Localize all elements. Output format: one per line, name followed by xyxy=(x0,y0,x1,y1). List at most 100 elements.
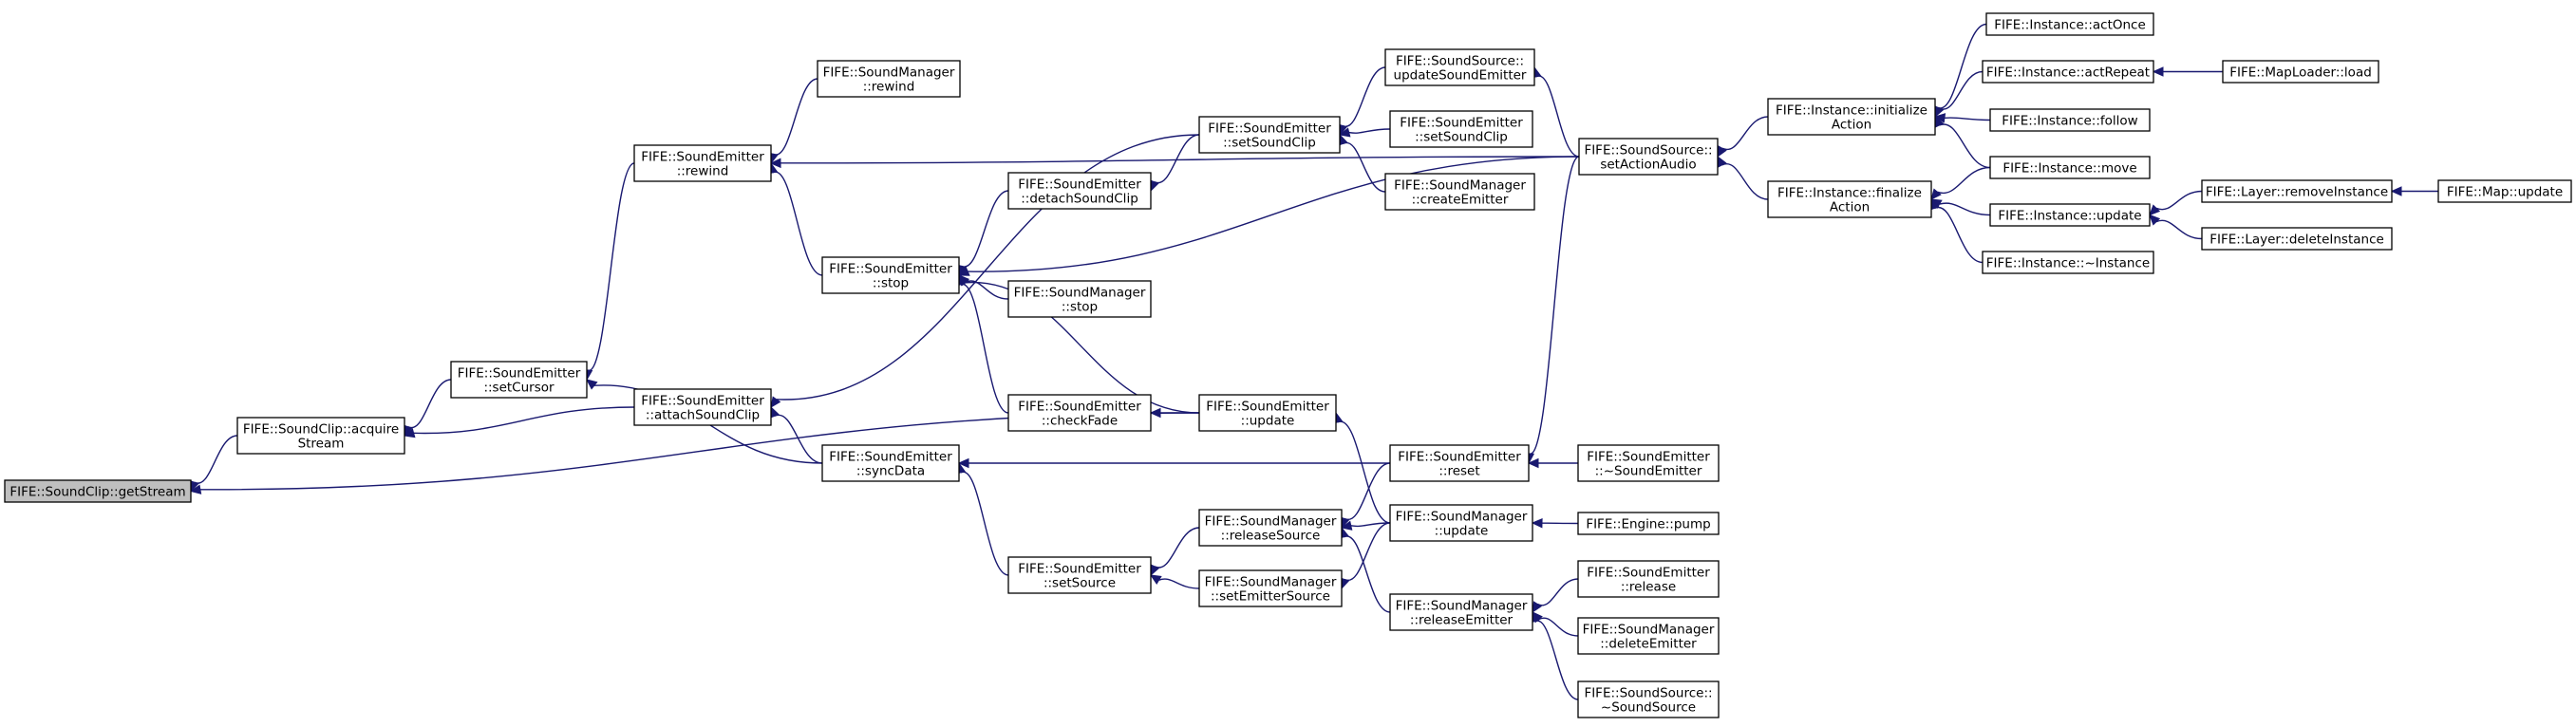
edge-line xyxy=(1536,578,1579,606)
node-box xyxy=(817,60,961,98)
edge-reset-to-releaseSource xyxy=(1340,462,1391,530)
node-updateE[interactable]: FIFE::SoundEmitter::update xyxy=(1198,394,1337,432)
edge-move-to-initializeAction xyxy=(1934,115,1991,169)
node-createEmitter[interactable]: FIFE::SoundManager::createEmitter xyxy=(1384,173,1535,211)
edge-line xyxy=(1337,420,1391,524)
node-label: FIFE::SoundEmitter xyxy=(1398,450,1521,465)
node-attachSoundClip[interactable]: FIFE::SoundEmitter::attachSoundClip xyxy=(633,388,772,426)
node-label: FIFE::SoundEmitter xyxy=(641,394,764,409)
edge-arrowhead xyxy=(957,267,970,276)
node-label: FIFE::SoundEmitter xyxy=(1587,566,1710,581)
node-box xyxy=(1389,444,1530,482)
node-dtorEmitter[interactable]: FIFE::SoundEmitter::~SoundEmitter xyxy=(1577,444,1720,482)
node-label: FIFE::SoundManager xyxy=(823,65,955,81)
node-box xyxy=(821,444,960,482)
edge-updateE-to-stopE xyxy=(958,274,1200,414)
node-label: FIFE::Layer::deleteInstance xyxy=(2209,233,2384,248)
node-actOnce[interactable]: FIFE::Instance::actOnce xyxy=(1985,12,2154,36)
edge-rewindM-to-rewindE xyxy=(768,78,818,165)
edge-line xyxy=(1721,116,1769,151)
node-label: ~SoundSource xyxy=(1601,700,1696,716)
node-box xyxy=(1767,180,1932,218)
node-box xyxy=(1577,617,1720,655)
edge-line xyxy=(1939,202,1991,216)
node-releaseSource[interactable]: FIFE::SoundManager::releaseSource xyxy=(1198,509,1343,547)
node-box xyxy=(2437,179,2572,203)
node-syncData[interactable]: FIFE::SoundEmitter::syncData xyxy=(821,444,960,482)
node-mapLoaderLoad[interactable]: FIFE::MapLoader::load xyxy=(2222,60,2379,84)
edge-arrowhead xyxy=(2149,204,2161,216)
node-releaseE[interactable]: FIFE::SoundEmitter::release xyxy=(1577,560,1720,598)
edge-setSoundClipE-to-attachSoundClip xyxy=(770,134,1200,408)
node-label: FIFE::SoundSource:: xyxy=(1584,143,1712,158)
edge-deleteEmitter-to-releaseEmitter xyxy=(1532,611,1579,637)
node-label: FIFE::SoundSource:: xyxy=(1396,54,1524,69)
edge-updateE-to-checkFade xyxy=(1149,407,1199,419)
node-releaseEmitter[interactable]: FIFE::SoundManager::releaseEmitter xyxy=(1389,593,1533,631)
node-setEmitterSource[interactable]: FIFE::SoundManager::setEmitterSource xyxy=(1198,569,1343,607)
node-dtorSource[interactable]: FIFE::SoundSource::~SoundSource xyxy=(1577,680,1720,718)
node-stopM[interactable]: FIFE::SoundManager::stop xyxy=(1007,280,1152,318)
node-checkFade[interactable]: FIFE::SoundEmitter::checkFade xyxy=(1007,394,1152,432)
node-dtorInstance[interactable]: FIFE::Instance::~Instance xyxy=(1982,251,2154,274)
node-reset[interactable]: FIFE::SoundEmitter::reset xyxy=(1389,444,1530,482)
node-getStream[interactable]: FIFE::SoundClip::getStream xyxy=(4,479,192,503)
edge-releaseSource-to-setSource xyxy=(1150,527,1200,577)
node-label: ::setSource xyxy=(1044,576,1116,591)
node-label: ::update xyxy=(1241,414,1295,429)
node-label: FIFE::SoundEmitter xyxy=(829,450,952,465)
edge-setSource-to-syncData xyxy=(955,461,1009,576)
node-setActionAudio[interactable]: FIFE::SoundSource::setActionAudio xyxy=(1578,138,1719,176)
node-label: FIFE::SoundEmitter xyxy=(829,262,952,277)
node-label: ::createEmitter xyxy=(1412,193,1509,208)
node-follow[interactable]: FIFE::Instance::follow xyxy=(1989,108,2151,132)
node-label: FIFE::SoundManager xyxy=(1396,510,1528,525)
node-setSource[interactable]: FIFE::SoundEmitter::setSource xyxy=(1007,556,1152,594)
node-rewindE[interactable]: FIFE::SoundEmitter::rewind xyxy=(633,144,772,182)
node-rewindM[interactable]: FIFE::SoundManager::rewind xyxy=(817,60,961,98)
node-box xyxy=(1198,569,1343,607)
edge-checkFade-to-stopE xyxy=(955,273,1009,414)
node-mapUpdate[interactable]: FIFE::Map::update xyxy=(2437,179,2572,203)
node-box xyxy=(1007,172,1152,210)
node-actRepeat[interactable]: FIFE::Instance::actRepeat xyxy=(1982,60,2154,84)
edge-line xyxy=(1533,620,1579,700)
edge-line xyxy=(960,284,1009,414)
node-updateM[interactable]: FIFE::SoundManager::update xyxy=(1389,504,1533,542)
node-stopE[interactable]: FIFE::SoundEmitter::stop xyxy=(821,256,960,294)
edge-arrowhead xyxy=(770,396,781,408)
node-setSoundClipE[interactable]: FIFE::SoundEmitter::setSoundClip xyxy=(1198,116,1341,154)
edge-line xyxy=(960,472,1009,576)
node-setSoundClipS[interactable]: FIFE::SoundEmitter::setSoundClip xyxy=(1389,110,1533,148)
edge-arrowhead xyxy=(1149,574,1162,585)
node-move[interactable]: FIFE::Instance::move xyxy=(1989,156,2151,179)
edge-stopE-to-rewindE xyxy=(767,161,823,276)
node-label: setActionAudio xyxy=(1600,158,1696,173)
node-box xyxy=(1578,138,1719,176)
edge-arrowhead xyxy=(1527,457,1539,469)
node-label: ::deleteEmitter xyxy=(1600,637,1697,652)
edge-line xyxy=(1937,166,1991,195)
edge-detachSoundClip-to-stopE xyxy=(956,190,1009,277)
node-label: FIFE::SoundClip::acquire xyxy=(243,422,399,438)
edge-arrowhead xyxy=(1149,179,1159,193)
edge-arrowhead xyxy=(1717,145,1727,158)
node-removeInstance[interactable]: FIFE::Layer::removeInstance xyxy=(2201,179,2393,203)
node-detachSoundClip[interactable]: FIFE::SoundEmitter::detachSoundClip xyxy=(1007,172,1152,210)
edge-dtorEmitter-to-reset xyxy=(1527,457,1578,469)
node-deleteEmitter[interactable]: FIFE::SoundManager::deleteEmitter xyxy=(1577,617,1720,655)
node-label: ::releaseEmitter xyxy=(1410,613,1514,628)
node-box xyxy=(450,361,588,399)
node-label: FIFE::SoundClip::getStream xyxy=(9,485,185,500)
node-setCursor[interactable]: FIFE::SoundEmitter::setCursor xyxy=(450,361,588,399)
node-updateSoundEmitter[interactable]: FIFE::SoundSource::updateSoundEmitter xyxy=(1384,48,1535,86)
node-label: FIFE::SoundSource:: xyxy=(1584,686,1712,701)
node-pump[interactable]: FIFE::Engine::pump xyxy=(1577,512,1720,535)
node-deleteInstance[interactable]: FIFE::Layer::deleteInstance xyxy=(2201,227,2393,251)
node-label: FIFE::Instance::actRepeat xyxy=(1986,65,2150,81)
node-updateI[interactable]: FIFE::Instance::update xyxy=(1989,203,2151,227)
